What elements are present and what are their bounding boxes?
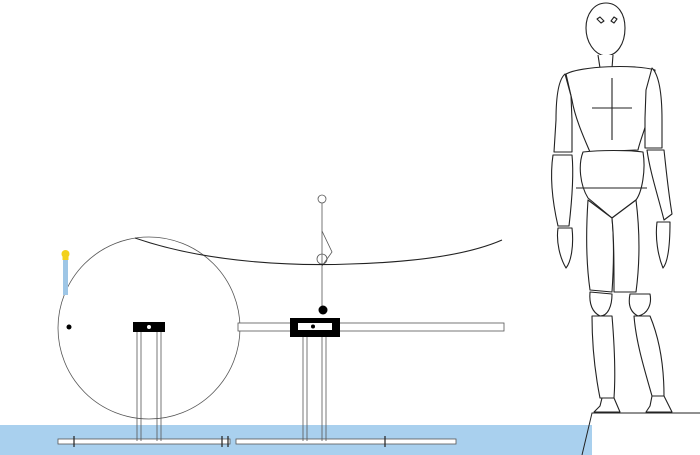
mannequin-left-hand <box>556 227 574 269</box>
left-support-stand <box>133 322 165 441</box>
pole-weight <box>318 305 328 315</box>
mannequin-right-shin <box>633 315 665 397</box>
mannequin-right-forearm <box>646 149 673 221</box>
wheel-hub <box>66 324 72 330</box>
base-plate-left <box>57 438 231 445</box>
right-support-stand <box>290 318 340 441</box>
mannequin-figure <box>551 2 673 413</box>
horizontal-rail <box>237 322 505 332</box>
mannequin-neck <box>597 54 614 69</box>
mannequin-pelvis <box>579 149 645 219</box>
mannequin-right-thigh <box>611 199 640 293</box>
platform-hole <box>147 325 151 329</box>
mannequin-left-shin <box>591 315 616 399</box>
mannequin-left-upper-arm <box>553 73 573 153</box>
pool-edge <box>581 412 700 455</box>
pole-top-ring <box>317 194 327 204</box>
platform-pin <box>311 324 315 329</box>
base-plate-right <box>235 438 457 445</box>
overhead-cable <box>134 237 503 266</box>
mannequin-left-foot <box>593 397 621 413</box>
mannequin-head <box>585 2 626 57</box>
mannequin-right-hand <box>655 221 671 269</box>
pivot-pole <box>316 194 333 315</box>
mannequin-left-forearm <box>551 154 574 227</box>
mannequin-right-foot <box>645 395 673 413</box>
mannequin-right-upper-arm <box>644 67 663 149</box>
yellow-float-marker <box>61 250 70 295</box>
mannequin-right-knee <box>628 293 652 317</box>
mannequin-left-knee <box>589 291 613 317</box>
base-plates <box>57 436 457 447</box>
mannequin-torso <box>565 65 656 153</box>
